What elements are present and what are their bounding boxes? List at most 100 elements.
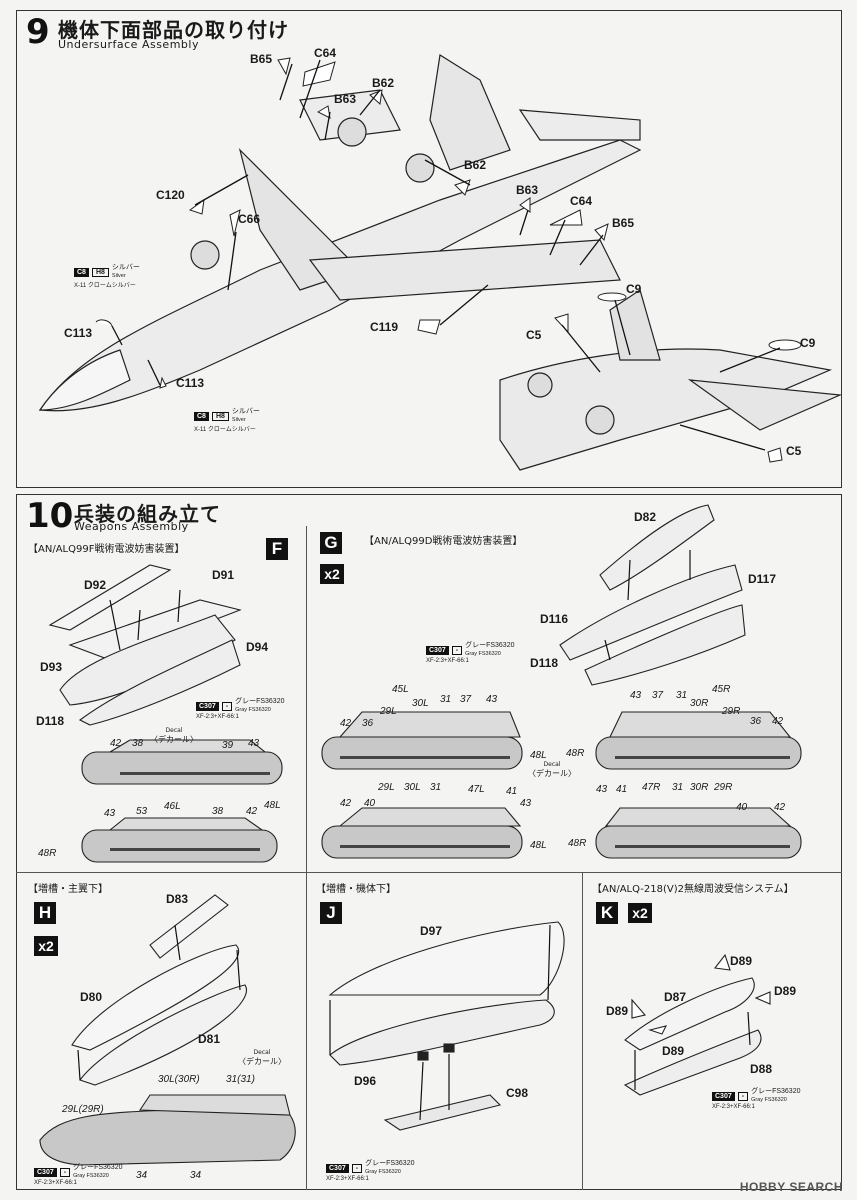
part-label-c5-2: C5 [786,444,802,458]
color-mix: XF-2:3+XF-66:1 [326,1176,369,1182]
decal-number: 42 [774,802,786,813]
decal-number: 42 [340,798,352,809]
part-label-d81: D81 [198,1032,221,1046]
divider-vertical-fg [306,526,307,872]
color-mix: XF-2:3+XF-66:1 [34,1180,77,1186]
decal-number: 31 [672,782,684,793]
color-code: C307 [426,645,449,655]
part-label-d93: D93 [40,660,63,674]
decal-number: 31 [440,694,452,705]
decal-number: 43 [104,808,116,819]
section-f-subtitle: 【AN/ALQ99F戦術電波妨害装置】 [28,544,185,555]
part-label-d87: D87 [664,990,687,1004]
divider-vertical-jk [582,872,583,1190]
hobby-color-code: - [59,1167,71,1177]
decal-number: 43 [486,694,498,705]
decal-number: 31 [430,782,442,793]
color-name-jp: グレーFS36320 [365,1160,415,1167]
decal-number: 29L [380,706,397,717]
part-label-b63: B63 [334,92,357,106]
decal-number: 48L [264,800,281,811]
part-label-b62: B62 [372,76,395,90]
color-name-en: Gray FS36320 [73,1173,109,1179]
color-code: C307 [712,1091,735,1101]
part-label-c9: C9 [626,282,642,296]
decal-number: 34 [136,1170,148,1181]
hobby-color-code: - [221,701,233,711]
section-j-letter: J [320,902,342,924]
color-mix: XF-2:3+XF-66:1 [712,1104,755,1110]
part-label-c5: C5 [526,328,542,342]
decal-label-g: Decal〈デカール〉 [528,761,576,778]
decal-label-f: Decal〈デカール〉 [150,727,198,744]
part-label-c9-2: C9 [800,336,816,350]
decal-number: 42 [246,806,258,817]
hobby-color-code: - [351,1163,363,1173]
part-label-d88: D88 [750,1062,773,1076]
part-label-d89-2: D89 [774,984,797,998]
step9-aircraft-drawing [38,54,843,471]
part-label-d94: D94 [246,640,269,654]
decal-number: 40 [364,798,376,809]
part-label-d118: D118 [36,714,65,728]
decal-number: 29L(29R) [62,1104,104,1115]
part-label-d82: D82 [634,510,657,524]
step9-title-en: Undersurface Assembly [58,38,199,51]
part-label-b62-2: B62 [464,158,487,172]
color-name-jp: グレーFS36320 [751,1088,801,1095]
part-label-d92: D92 [84,578,107,592]
decal-number: 47R [642,782,661,793]
part-label-b63-2: B63 [516,183,539,197]
part-label-c64-2: C64 [570,194,593,208]
step9-number: 9 [26,12,50,52]
part-label-c113: C113 [64,326,93,340]
decal-number: 48L [530,750,547,761]
decal-number: 38 [212,806,224,817]
color-code: C8 [74,267,89,277]
section-g-letter: G [320,532,342,554]
part-label-c113-2: C113 [176,376,205,390]
part-label-c120: C120 [156,188,185,202]
part-label-d89-4: D89 [662,1044,685,1058]
decal-number: 41 [616,784,628,795]
color-name-en: Silver [231,417,246,423]
watermark: HOBBY SEARCH [739,1180,843,1194]
decal-number: 42 [110,738,122,749]
color-code: C8 [194,411,209,421]
hobby-color-code: H8 [211,411,229,421]
decal-number: 48R [38,848,57,859]
decal-number: 43 [520,798,532,809]
color-code: C307 [326,1163,349,1173]
decal-number: 48L [530,840,547,851]
part-label-b65-2: B65 [612,216,635,230]
decal-number: 45L [392,684,409,695]
hobby-color-code: - [737,1091,749,1101]
part-label-d83: D83 [166,892,189,906]
color-name-en: Gray FS36320 [235,707,271,713]
color-name-jp: シルバー [111,264,140,271]
decal-number: 40 [736,802,748,813]
color-name-jp: グレーFS36320 [235,698,285,705]
decal-number: 37 [460,694,472,705]
decal-number: 38 [132,738,144,749]
decal-number: 30L(30R) [158,1074,200,1085]
part-label-d89: D89 [730,954,753,968]
decal-number: 34 [190,1170,202,1181]
color-code: C307 [196,701,219,711]
decal-number: 39 [222,740,234,751]
part-label-c64: C64 [314,46,337,60]
part-label-c98: C98 [506,1086,529,1100]
decal-number: 43 [596,784,608,795]
step10-title-jp: 兵装の組み立て [74,502,221,526]
decal-number: 42 [340,718,352,729]
hobby-color-code: - [451,645,463,655]
decal-number: 30L [412,698,429,709]
section-k-quantity: x2 [628,903,652,923]
part-label-c119: C119 [370,320,399,334]
section-k-subtitle: 【AN/ALQ-218(V)2無線周波受信システム】 [592,884,794,895]
part-label-d118-g: D118 [530,656,559,670]
decal-number: 29L [378,782,395,793]
part-label-d91: D91 [212,568,235,582]
